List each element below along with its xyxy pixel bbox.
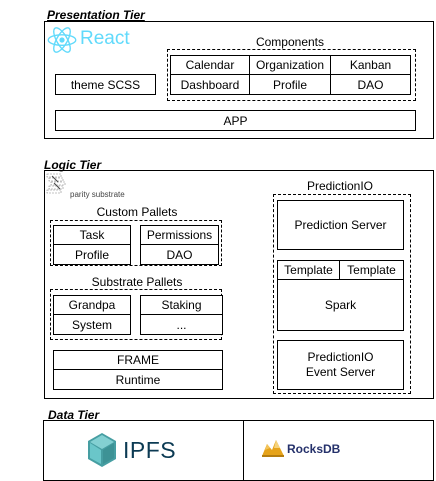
presentation-tier bbox=[44, 21, 434, 139]
data-tier-title: Data Tier bbox=[48, 408, 100, 422]
custom-pallets-title: Custom Pallets bbox=[96, 205, 178, 219]
component-dao: DAO bbox=[330, 74, 411, 95]
presentation-tier-title: Presentation Tier bbox=[47, 8, 145, 22]
pallet-grandpa: Grandpa bbox=[53, 295, 131, 315]
frame-box: FRAME bbox=[53, 350, 223, 370]
react-icon bbox=[47, 27, 77, 53]
ipfs-icon bbox=[88, 433, 116, 467]
data-tier-divider bbox=[243, 420, 244, 481]
pallet-system: System bbox=[53, 314, 131, 335]
substrate-logo: parity substrate bbox=[46, 173, 146, 199]
prediction-server: Prediction Server bbox=[277, 200, 404, 250]
component-profile: Profile bbox=[249, 74, 331, 95]
rocksdb-icon bbox=[262, 440, 284, 457]
rocksdb-logo-text: RocksDB bbox=[287, 442, 341, 456]
substrate-icon bbox=[46, 173, 66, 194]
component-dashboard: Dashboard bbox=[170, 74, 250, 95]
react-logo: React bbox=[47, 25, 137, 55]
component-organization: Organization bbox=[249, 55, 331, 75]
rocksdb-logo: RocksDB bbox=[260, 436, 360, 462]
react-logo-text: React bbox=[80, 28, 130, 49]
runtime-box: Runtime bbox=[53, 369, 223, 390]
ipfs-logo: IPFS bbox=[86, 432, 196, 468]
theme-scss: theme SCSS bbox=[55, 74, 156, 95]
event-server: PredictionIO Event Server bbox=[277, 340, 404, 390]
custom-pallets-group bbox=[50, 220, 222, 266]
pallet-permissions: Permissions bbox=[140, 225, 219, 245]
substrate-logo-text: parity substrate bbox=[70, 190, 125, 199]
template-left: Template bbox=[277, 260, 340, 280]
spark-box: Spark bbox=[277, 279, 404, 331]
app-box: APP bbox=[55, 110, 416, 131]
event-server-line-1: PredictionIO bbox=[307, 350, 374, 364]
pallet-profile: Profile bbox=[53, 244, 131, 265]
pallet-staking: Staking bbox=[140, 295, 223, 315]
substrate-pallets-title: Substrate Pallets bbox=[91, 275, 183, 289]
predictionio-group bbox=[273, 194, 411, 394]
components-title: Components bbox=[255, 35, 325, 49]
ipfs-logo-text: IPFS bbox=[123, 437, 177, 463]
components-group bbox=[167, 49, 416, 101]
predictionio-title: PredictionIO bbox=[306, 179, 374, 193]
pallet-dao: DAO bbox=[140, 244, 219, 265]
pallet-task: Task bbox=[53, 225, 131, 245]
event-server-line-2: Event Server bbox=[305, 365, 376, 379]
template-right: Template bbox=[339, 260, 404, 280]
component-kanban: Kanban bbox=[330, 55, 411, 75]
logic-tier-title: Logic Tier bbox=[44, 158, 102, 172]
pallet-more: ... bbox=[140, 314, 223, 335]
component-calendar: Calendar bbox=[170, 55, 250, 75]
logic-tier bbox=[44, 170, 434, 399]
